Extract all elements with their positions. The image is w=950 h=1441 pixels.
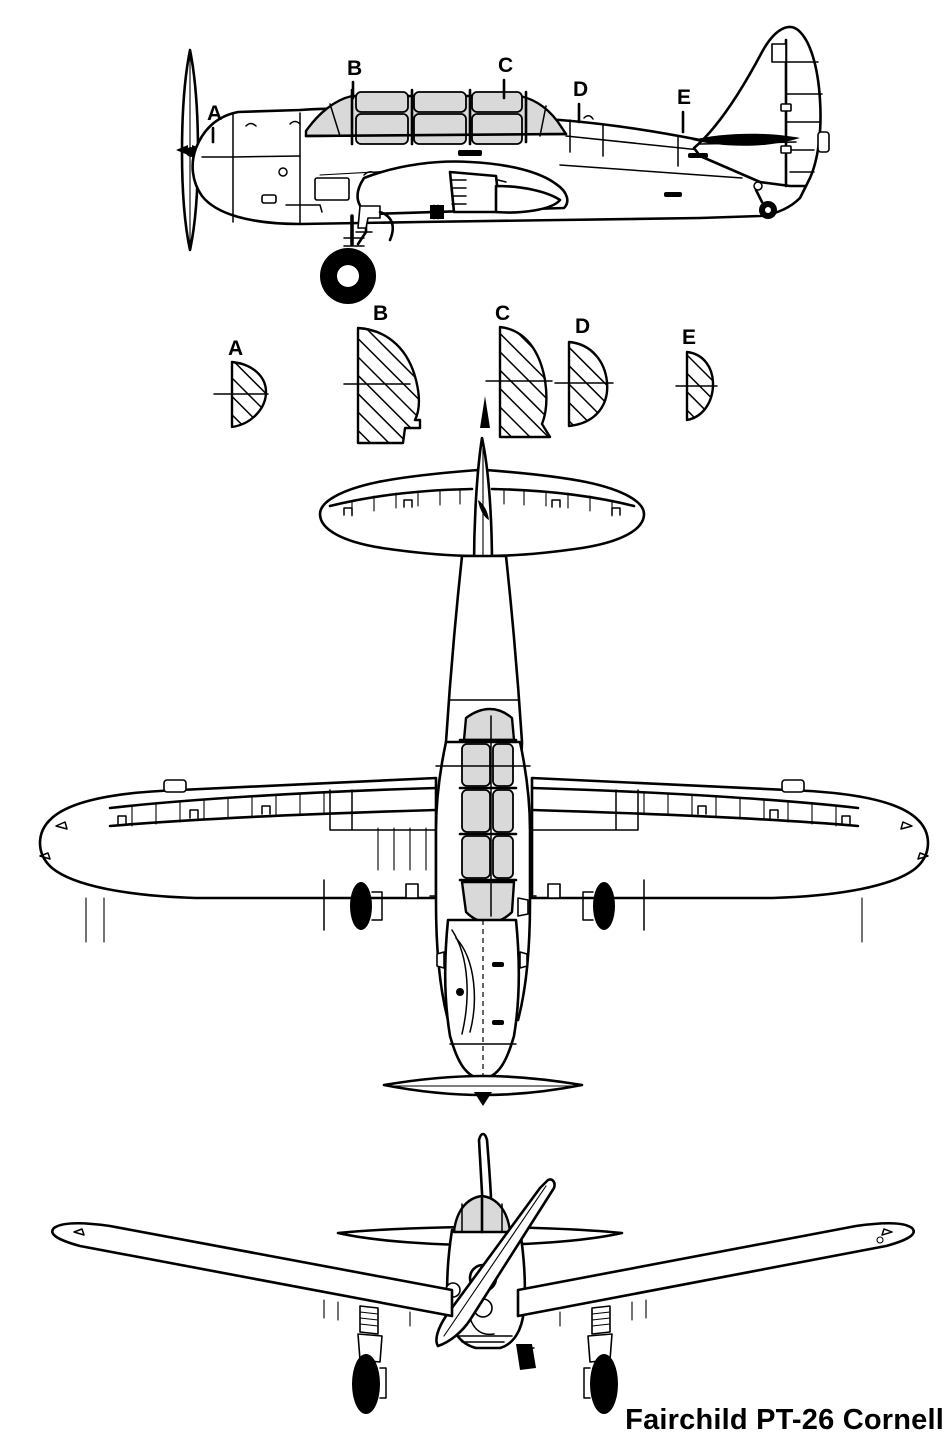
propeller-front [435,1178,556,1348]
title-block: Fairchild PT-26 Cornell [625,1404,944,1436]
left-wing-plan [38,776,438,943]
plan-top-view [38,436,930,1106]
station-label-E: E [677,86,691,109]
fuselage-cross-sections: A B C D [213,302,718,445]
main-landing-gear-side[interactable] [320,205,394,304]
cross-section-D: D [554,315,614,428]
left-wing-front [51,1221,454,1414]
cross-section-label-A: A [228,337,243,360]
horizontal-stabilizer-side [688,133,800,158]
cross-section-label-B: B [373,302,388,325]
station-label-A: A [207,102,222,125]
nose-plan [436,897,529,1082]
station-marker-A: A [207,102,222,144]
right-main-wheel-plan [593,882,615,930]
wing-side [356,160,569,220]
station-label-C: C [498,54,513,77]
station-marker-D: D [573,78,588,124]
station-label-B: B [347,57,362,80]
vertical-fin-side [692,25,830,188]
cross-section-label-C: C [495,302,510,325]
station-label-D: D [573,78,588,101]
cross-section-label-D: D [575,315,590,338]
centre-step-front [516,1344,536,1370]
cross-section-label-E: E [682,326,696,349]
cross-section-C: C [480,302,553,439]
cross-section-A: A [213,337,269,429]
cross-section-B: B [343,302,422,445]
station-marker-C: C [498,54,513,100]
horizontal-stabilizer-plan [318,468,646,558]
left-wheel-front [352,1354,380,1414]
tailwheel-side [753,181,777,219]
propeller-plan [382,1074,584,1106]
fuselage-rear-detail [559,115,743,197]
left-main-wheel-plan [350,882,372,930]
right-wing-front [516,1221,915,1414]
cowling-panel-lines [201,112,393,225]
station-marker-B: B [347,57,362,100]
side-elevation-view: A B C D E [176,25,830,304]
cross-section-E: E [675,326,718,422]
canopy-glazing-plan [458,707,518,924]
wing-root-detail-plan [405,765,561,899]
canopy-glazing-side [304,88,568,156]
right-wheel-front [590,1354,618,1414]
right-wing-plan [530,776,930,943]
front-elevation-view [51,1132,915,1414]
station-marker-E: E [677,86,691,134]
